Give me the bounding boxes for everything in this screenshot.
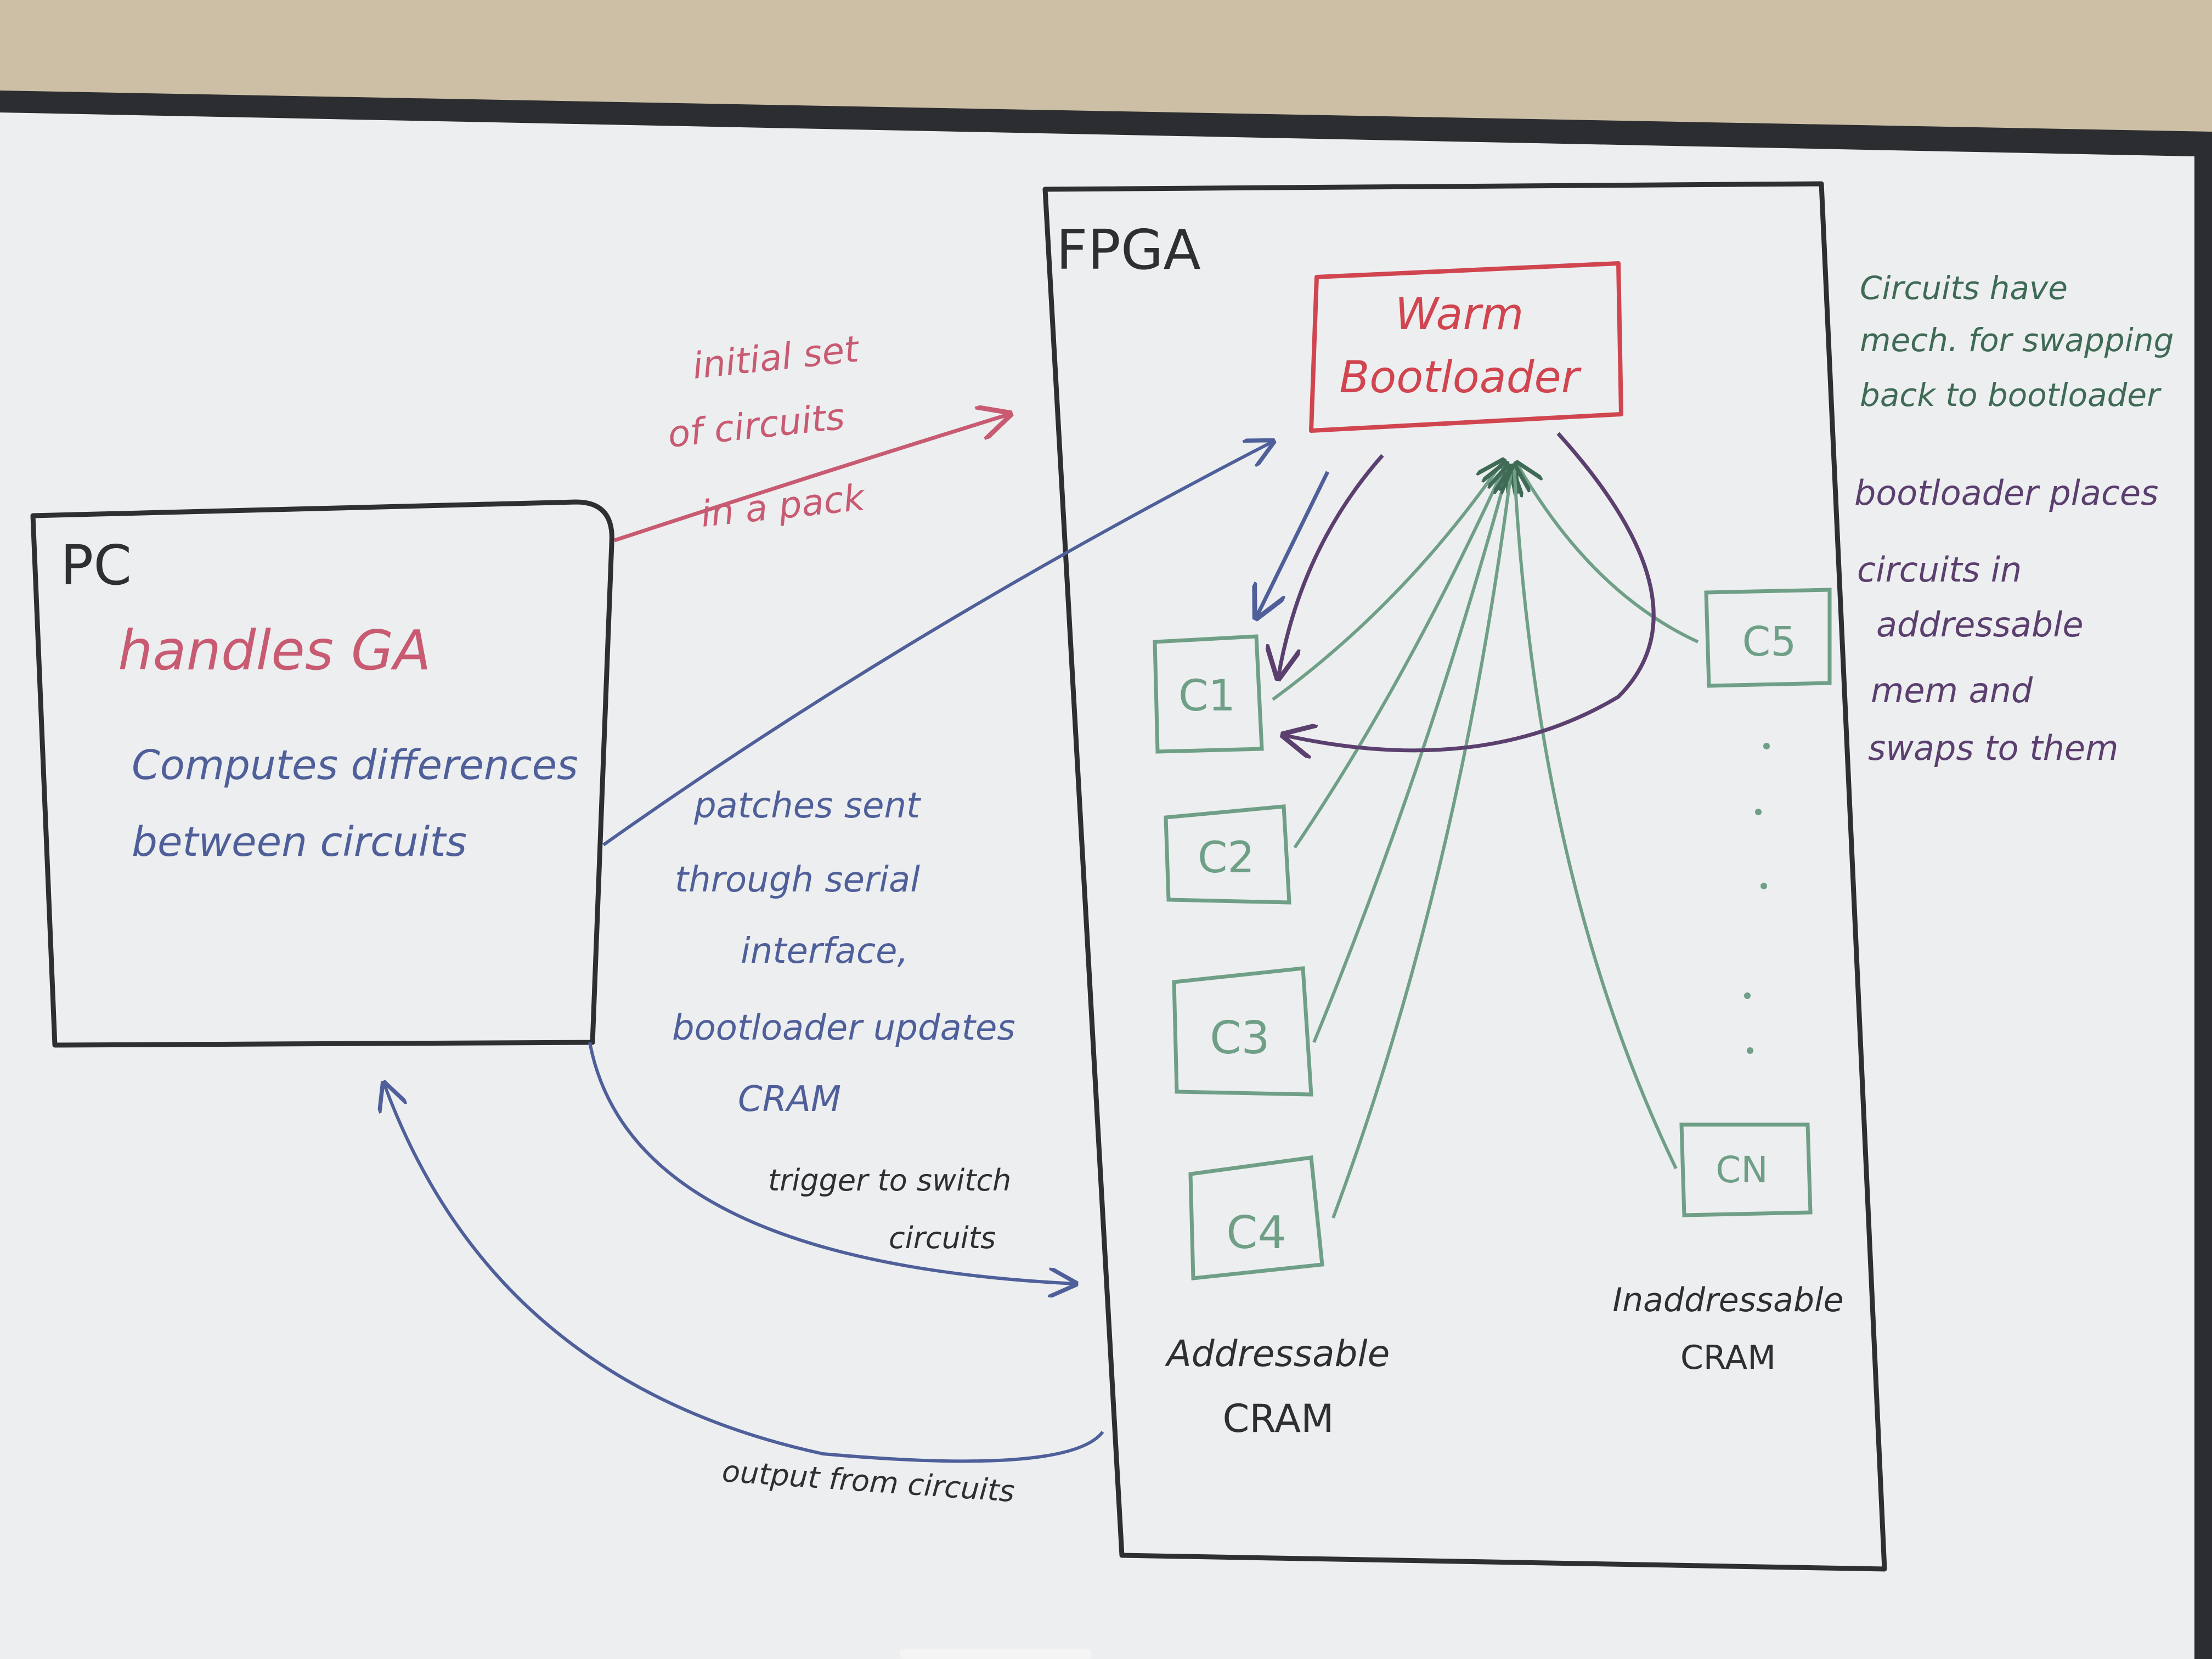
marker-tray xyxy=(900,1649,1092,1659)
output-arrow xyxy=(384,1084,1104,1463)
c3-label: C3 xyxy=(1210,1012,1269,1064)
trigger-line2: circuits xyxy=(889,1221,996,1255)
c4-outline xyxy=(1188,1155,1324,1280)
c5-label: C5 xyxy=(1742,618,1797,665)
c4-label: C4 xyxy=(1226,1207,1286,1259)
fpga-box: FPGA Warm Bootloader C1 C2 xyxy=(1042,181,1887,1572)
warm-bootloader-line1: Warm xyxy=(1395,289,1524,340)
circuit-c4: C4 xyxy=(1188,1155,1324,1280)
fpga-title: FPGA xyxy=(1056,218,1201,282)
patches-arrow xyxy=(602,442,1273,847)
circuit-c2: C2 xyxy=(1164,804,1291,905)
purple-note-line4: mem and xyxy=(1871,670,2033,710)
circuit-return-lines xyxy=(1272,461,1699,1219)
c1-return-line xyxy=(1272,461,1503,701)
c5-outline xyxy=(1704,588,1832,688)
cn-return-line xyxy=(1514,466,1678,1170)
circuit-c5: C5 xyxy=(1704,588,1832,688)
green-note-line1: Circuits have xyxy=(1860,269,2068,307)
warm-bootloader-line2: Bootloader xyxy=(1339,352,1582,403)
c5-return-line xyxy=(1517,464,1699,644)
patches-line5: CRAM xyxy=(738,1079,841,1120)
bootloader-to-c1-blue-arrow xyxy=(1256,471,1330,617)
purple-note-line2: circuits in xyxy=(1857,550,2022,590)
circuit-c3: C3 xyxy=(1172,966,1313,1097)
pc-computes-text: Computes differences xyxy=(132,742,578,789)
purple-note-line5: swaps to them xyxy=(1868,728,2118,768)
pc-between-text: between circuits xyxy=(132,819,467,866)
bootloader-loop-purple-arrow xyxy=(1284,432,1656,751)
inaddressable-line2: CRAM xyxy=(1680,1339,1776,1377)
patches-line1: patches sent xyxy=(693,786,922,826)
c3-return-line xyxy=(1312,466,1509,1043)
bootloader-to-c1-purple-arrow xyxy=(1278,454,1384,678)
pc-box-outline xyxy=(30,499,614,1048)
fpga-box-outline xyxy=(1042,181,1887,1572)
cn-outline xyxy=(1679,1122,1813,1217)
pc-title: PC xyxy=(60,533,132,597)
addressable-line2: CRAM xyxy=(1223,1396,1334,1441)
whiteboard-surface xyxy=(0,112,2194,1659)
green-note-line3: back to bootloader xyxy=(1860,376,2162,414)
green-note: Circuits have mech. for swapping back to… xyxy=(1860,269,2174,414)
trigger-label: trigger to switch circuits xyxy=(768,1163,1011,1255)
trigger-arrow xyxy=(588,1042,1075,1284)
initial-set-arrow xyxy=(613,414,1009,543)
circuit-c1: C1 xyxy=(1153,634,1264,754)
ellipsis-dots xyxy=(1744,743,1770,1054)
c2-outline xyxy=(1164,804,1291,905)
patches-label: patches sent through serial interface, b… xyxy=(672,786,1015,1120)
trigger-line1: trigger to switch xyxy=(768,1163,1011,1198)
inaddressable-line1: Inaddressable xyxy=(1612,1281,1843,1319)
purple-note: bootloader places circuits in addressabl… xyxy=(1854,473,2159,768)
c2-label: C2 xyxy=(1198,833,1255,883)
c3-outline xyxy=(1172,966,1313,1097)
c4-return-line xyxy=(1331,469,1511,1219)
purple-note-line1: bootloader places xyxy=(1854,473,2159,513)
addressable-line1: Addressable xyxy=(1165,1333,1390,1375)
c1-outline xyxy=(1153,634,1264,754)
patches-line4: bootloader updates xyxy=(672,1008,1015,1048)
pc-ga-text: handles GA xyxy=(118,618,431,682)
c2-return-line xyxy=(1293,464,1506,849)
patches-line2: through serial xyxy=(675,860,920,900)
patches-line3: interface, xyxy=(741,931,909,972)
green-note-line2: mech. for swapping xyxy=(1860,321,2174,359)
cn-label: CN xyxy=(1716,1149,1768,1191)
warm-bootloader-box: Warm Bootloader xyxy=(1309,261,1623,433)
purple-note-line3: addressable xyxy=(1876,605,2084,645)
circuit-cn: CN xyxy=(1679,1122,1813,1217)
warm-bootloader-outline xyxy=(1309,261,1623,433)
pc-box: PC handles GA Computes differences betwe… xyxy=(30,499,614,1048)
c1-label: C1 xyxy=(1178,672,1235,721)
